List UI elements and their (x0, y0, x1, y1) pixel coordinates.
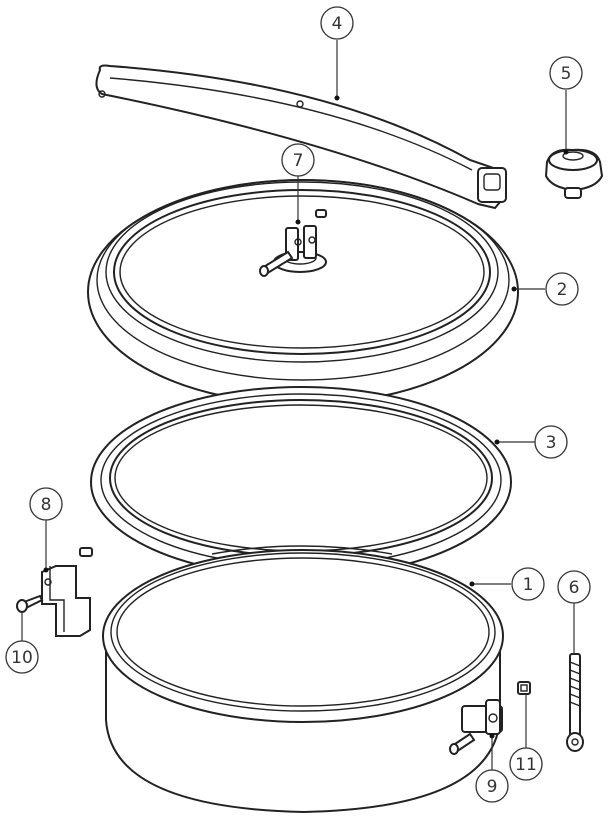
callout-11-label: 11 (515, 755, 537, 775)
bowl-part (102, 545, 504, 814)
leader-lines (21, 40, 575, 770)
callout-9-label: 9 (487, 777, 498, 797)
callout-5-label: 5 (561, 64, 572, 84)
callout-5: 5 (549, 56, 583, 90)
callout-10: 10 (5, 640, 39, 674)
callout-2: 2 (545, 272, 579, 306)
callout-4: 4 (320, 6, 354, 40)
gasket-ring-part (90, 386, 512, 578)
callout-7-label: 7 (293, 151, 304, 171)
callout-10-label: 10 (11, 648, 33, 668)
callout-4-label: 4 (332, 14, 343, 34)
callout-3: 3 (534, 425, 568, 459)
callout-1: 1 (511, 567, 545, 601)
clamp-arm-part (95, 64, 507, 210)
hinge-bracket-part (449, 699, 503, 755)
callout-2-label: 2 (557, 280, 568, 300)
star-knob-part (544, 148, 604, 199)
callout-9: 9 (475, 769, 509, 803)
callout-11: 11 (509, 747, 543, 781)
eye-bolt-part (566, 653, 584, 752)
callout-6: 6 (557, 570, 591, 604)
l-bracket-part (41, 547, 93, 637)
callout-8-label: 8 (41, 495, 52, 515)
callout-3-label: 3 (546, 433, 557, 453)
lid-pivot-part (259, 209, 327, 277)
callout-6-label: 6 (569, 578, 580, 598)
callout-8: 8 (29, 487, 63, 521)
screw-part (16, 594, 44, 613)
callout-7: 7 (281, 143, 315, 177)
callout-1-label: 1 (523, 575, 534, 595)
lid-part (87, 179, 519, 405)
nut-part (517, 681, 531, 695)
